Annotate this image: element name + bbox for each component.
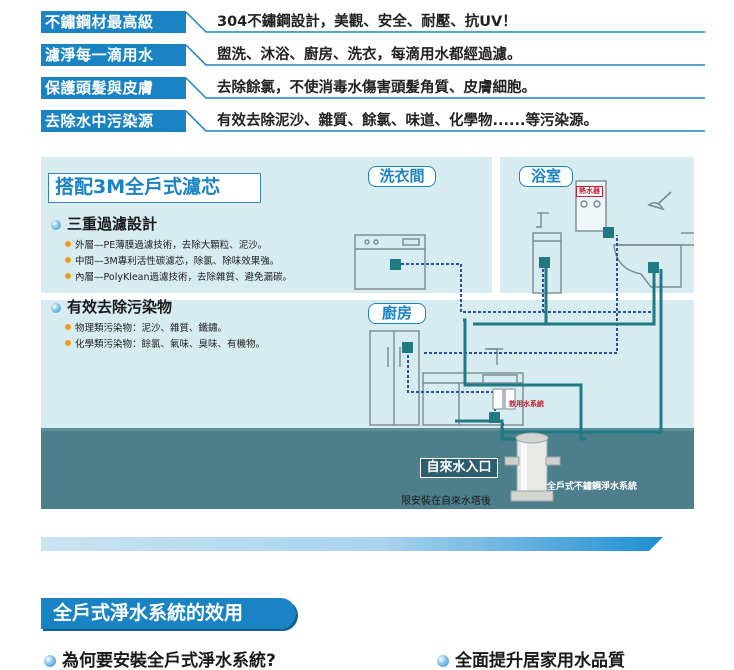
feature-text: 去除餘氯，不使消毒水傷害頭髮角質、皮膚細胞。 <box>217 80 536 96</box>
question-why-install: 為何要安裝全戶式淨水系統? <box>44 646 276 670</box>
pipes <box>455 264 663 441</box>
stainless-filter-housing <box>504 432 561 502</box>
pipe-markers <box>390 227 659 423</box>
installation-note: 限安裝在自來水塔後 <box>401 496 491 507</box>
filter-layer-text: 外層—PE薄膜過濾技術，去除大顆粒、泥沙。 <box>75 240 268 251</box>
diagram-illustration <box>41 157 694 509</box>
filter-layer-text: 中間—3M專利活性碳濾芯，除氯、除味效果強。 <box>75 256 280 267</box>
filter-layer-item: 外層—PE薄膜過濾技術，去除大顆粒、泥沙。 <box>65 237 267 251</box>
question-improve-quality: 全面提升居家用水品質 <box>437 646 625 670</box>
section-heading-text: 三重過濾設計 <box>67 215 158 233</box>
pollutant-item: 化學類污染物：餘氯、氣味、臭味、有機物。 <box>65 336 265 350</box>
room-label-kitchen: 廚房 <box>368 303 426 324</box>
whole-house-system-diagram: 搭配3M全戶式濾芯 三重過濾設計 外層—PE薄膜過濾技術，去除大顆粒、泥沙。 中… <box>41 157 694 509</box>
pollutant-text: 化學類污染物：餘氯、氣味、臭味、有機物。 <box>75 339 266 350</box>
feature-tag: 濾淨每一滴用水 <box>41 44 186 66</box>
toilet <box>613 232 694 288</box>
pollutant-item: 物理類污染物：泥沙、雜質、鐵鏽。 <box>65 320 227 334</box>
feature-row-filter-every-drop: 濾淨每一滴用水 盥洗、沐浴、廚房、洗衣，每滴用水都經過濾。 <box>41 44 705 66</box>
bullet-icon <box>44 655 56 667</box>
water-inlet-label: 自來水入口 <box>420 458 498 478</box>
drinking-water-filter <box>492 388 516 410</box>
room-label-laundry: 洗衣間 <box>368 166 436 187</box>
diagram-title: 搭配3M全戶式濾芯 <box>48 173 261 203</box>
section-title-pill: 全戶式淨水系統的效用 <box>41 598 296 629</box>
filter-layer-text: 內層—PolyKlean過濾技術，去除雜質、避免漏碳。 <box>75 272 293 283</box>
feature-tag: 去除水中污染源 <box>41 110 186 132</box>
bullet-icon <box>437 655 449 667</box>
feature-tag: 不鏽鋼材最高級 <box>41 11 186 33</box>
dot-icon <box>65 340 71 346</box>
dot-icon <box>65 273 71 279</box>
system-name-label: 全戶式不鏽鋼淨水系統 <box>547 482 638 492</box>
shower-head <box>647 191 672 211</box>
question-text: 為何要安裝全戶式淨水系統? <box>62 651 276 670</box>
dot-icon <box>65 324 71 330</box>
feature-connector-line <box>186 11 705 33</box>
filter-layer-item: 中間—3M專利活性碳濾芯，除氯、除味效果強。 <box>65 253 279 267</box>
section-heading-triple-filter: 三重過濾設計 <box>51 213 157 234</box>
feature-row-stainless: 不鏽鋼材最高級 304不鏽鋼設計，美觀、安全、耐壓、抗UV！ <box>41 11 705 33</box>
feature-text: 盥洗、沐浴、廚房、洗衣，每滴用水都經過濾。 <box>217 47 522 63</box>
dot-icon <box>65 257 71 263</box>
feature-text: 304不鏽鋼設計，美觀、安全、耐壓、抗UV！ <box>217 14 517 30</box>
dot-icon <box>65 241 71 247</box>
bullet-icon <box>51 303 61 313</box>
feature-row-protect-hair-skin: 保護頭髮與皮膚 去除餘氯，不使消毒水傷害頭髮角質、皮膚細胞。 <box>41 77 705 99</box>
section-heading-remove-pollutants: 有效去除污染物 <box>51 296 172 317</box>
feature-tag: 保護頭髮與皮膚 <box>41 77 186 99</box>
drinking-water-tag: 飲用水系統 <box>509 400 544 408</box>
filter-layer-item: 內層—PolyKlean過濾技術，去除雜質、避免漏碳。 <box>65 269 292 283</box>
water-heater-tag: 熱水器 <box>576 186 603 197</box>
feature-connector-line <box>186 110 705 132</box>
feature-connector-line <box>186 44 705 66</box>
accent-divider-bar <box>41 537 663 551</box>
pollutant-text: 物理類污染物：泥沙、雜質、鐵鏽。 <box>75 323 228 334</box>
feature-text: 有效去除泥沙、雜質、餘氯、味道、化學物......等污染源。 <box>217 113 599 129</box>
feature-row-remove-pollutants: 去除水中污染源 有效去除泥沙、雜質、餘氯、味道、化學物......等污染源。 <box>41 110 705 132</box>
room-label-bathroom: 浴室 <box>519 166 573 187</box>
question-text: 全面提升居家用水品質 <box>455 651 625 670</box>
section-heading-text: 有效去除污染物 <box>67 298 173 316</box>
bullet-icon <box>51 220 61 230</box>
feature-connector-line <box>186 77 705 99</box>
